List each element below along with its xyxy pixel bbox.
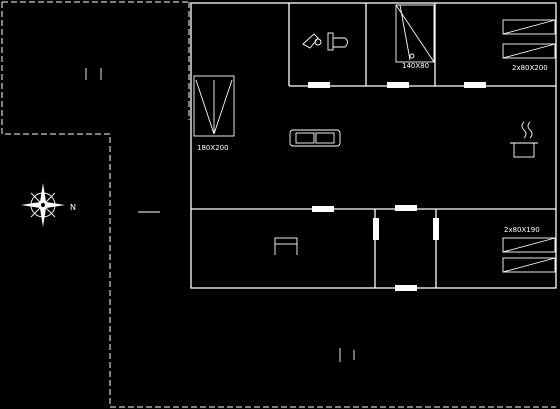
doors — [308, 82, 486, 291]
table-icon — [274, 237, 298, 255]
room-dimension-bath: 140X80 — [402, 62, 429, 70]
garden-table-icon — [339, 348, 355, 362]
compass-icon — [21, 183, 65, 227]
room-dimension-left: 180X200 — [197, 144, 229, 152]
shower-icon — [395, 4, 435, 63]
room-dimension-top-right: 2x80X200 — [512, 64, 548, 72]
terrace-table-icon — [85, 68, 102, 80]
double-bed-icon — [193, 75, 235, 137]
compass-label: N — [70, 203, 76, 212]
toilet-sink-icon — [302, 32, 348, 51]
cooking-pot-icon — [510, 121, 538, 158]
sofa-icon — [289, 129, 341, 147]
bed-icon-bottom — [502, 237, 556, 273]
bed-icon — [502, 19, 556, 59]
room-dimension-bottom-right: 2x80X190 — [504, 226, 540, 234]
building-walls — [190, 2, 557, 289]
